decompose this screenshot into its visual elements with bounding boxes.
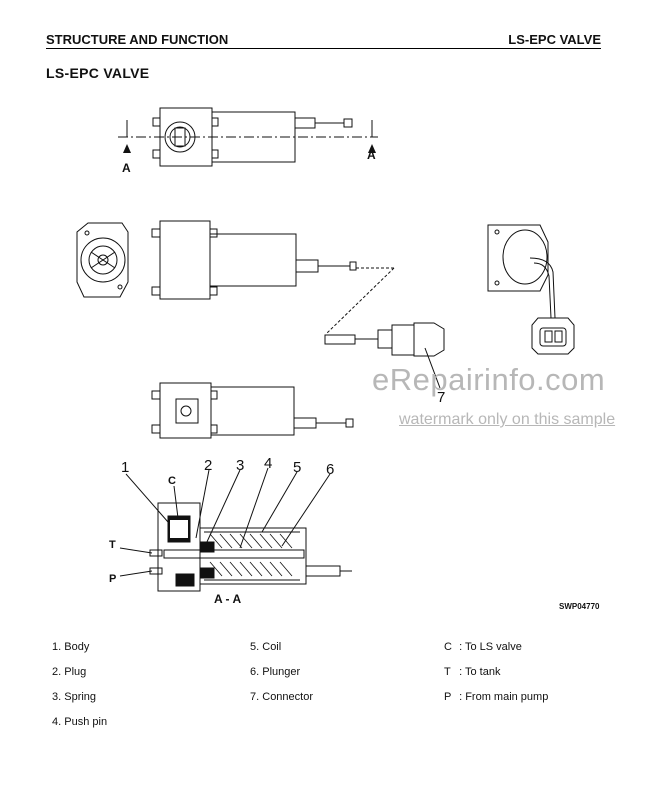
section-view (119, 467, 352, 592)
legend-number: 5. (250, 641, 260, 653)
legend-label: Coil (262, 641, 282, 653)
port-separator: : (459, 691, 463, 703)
legend-number: 7. (250, 691, 260, 703)
legend-label: Plunger (262, 666, 301, 678)
callout-1: 1 (121, 459, 129, 476)
callout-6: 6 (326, 461, 334, 478)
drawing-code: SWP04770 (559, 602, 600, 611)
section-marker-left: A (122, 161, 131, 175)
callout-5: 5 (293, 459, 301, 476)
port-key: P (444, 691, 452, 703)
legend-item-plunger: 6. Plunger (250, 666, 300, 678)
legend-item-coil: 5. Coil (250, 641, 281, 653)
callout-2: 2 (204, 457, 212, 474)
legend-item-body: 1. Body (52, 641, 89, 653)
port-label-t: T (109, 539, 116, 551)
page-title: LS-EPC VALVE (46, 65, 150, 81)
legend-label: Plug (64, 666, 87, 678)
port-description: To LS valve (464, 641, 522, 653)
header-topic: LS-EPC VALVE (508, 32, 601, 47)
port-key: T (444, 666, 451, 678)
legend-label: Body (64, 641, 90, 653)
callout-3: 3 (236, 457, 244, 474)
legend-number: 4. (52, 716, 62, 728)
callout-7: 7 (437, 389, 445, 406)
watermark-main: eRepairinfo.com (372, 362, 606, 397)
legend-item-plug: 2. Plug (52, 666, 86, 678)
bottom-view (151, 382, 354, 439)
legend-number: 1. (52, 641, 62, 653)
port-separator: : (459, 666, 463, 678)
legend-number: 2. (52, 666, 62, 678)
port-label-p: P (109, 573, 116, 585)
port-description: From main pump (465, 691, 549, 703)
connector-detail (324, 322, 445, 389)
top-view: A A (118, 107, 378, 175)
port-separator: : (459, 641, 463, 653)
section-label: A - A (214, 592, 241, 606)
port-label-c: C (168, 475, 176, 487)
legend-port-c: C : To LS valve (444, 641, 522, 653)
legend-item-connector: 7. Connector (250, 691, 313, 703)
legend-label: Push pin (64, 716, 108, 728)
callout-4: 4 (264, 455, 272, 472)
legend-number: 6. (250, 666, 260, 678)
legend-label: Spring (64, 691, 97, 703)
section-marker-right: A (367, 148, 376, 162)
legend-number: 3. (52, 691, 62, 703)
port-description: To tank (464, 666, 501, 678)
legend-port-t: T : To tank (444, 666, 500, 678)
port-key: C (444, 641, 452, 653)
watermark-sub: watermark only on this sample (399, 411, 616, 428)
legend-port-p: P : From main pump (444, 691, 548, 703)
side-view (487, 224, 575, 355)
legend-label: Connector (262, 691, 314, 703)
page-header: STRUCTURE AND FUNCTION LS-EPC VALVE (46, 32, 601, 49)
legend-item-spring: 3. Spring (52, 691, 96, 703)
front-view (76, 220, 395, 335)
header-section: STRUCTURE AND FUNCTION (46, 32, 229, 47)
legend-item-push-pin: 4. Push pin (52, 716, 107, 728)
